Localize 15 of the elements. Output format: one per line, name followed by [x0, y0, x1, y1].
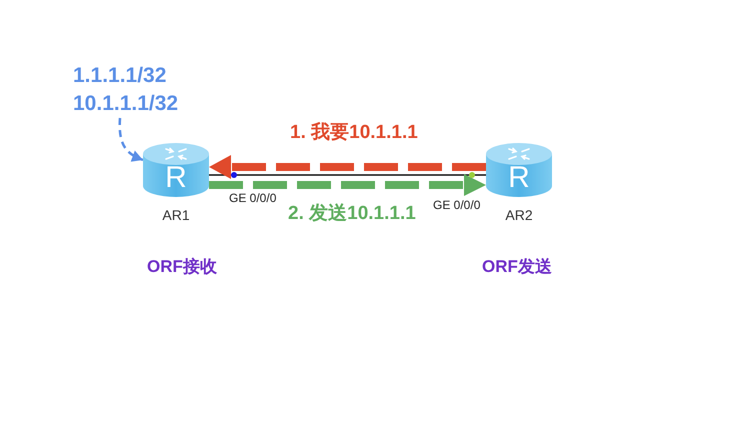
role-label: ORF发送	[482, 256, 552, 278]
link-line	[209, 174, 486, 176]
router-name: AR2	[505, 207, 533, 223]
edge-label: 2. 发送10.1.1.1	[288, 202, 416, 225]
router-letter: R	[165, 163, 187, 193]
role-label: ORF接收	[147, 256, 217, 278]
interface-label: GE 0/0/0	[433, 198, 480, 212]
arrow	[209, 174, 486, 196]
edge-label: 1. 我要10.1.1.1	[290, 121, 418, 144]
arrow	[118, 118, 144, 162]
router-name: AR1	[162, 207, 190, 223]
router-letter: R	[508, 163, 530, 193]
interface-label: GE 0/0/0	[229, 191, 276, 205]
arrow	[209, 155, 486, 179]
route-prefixes: 1.1.1.1/32 10.1.1.1/32	[73, 62, 203, 118]
